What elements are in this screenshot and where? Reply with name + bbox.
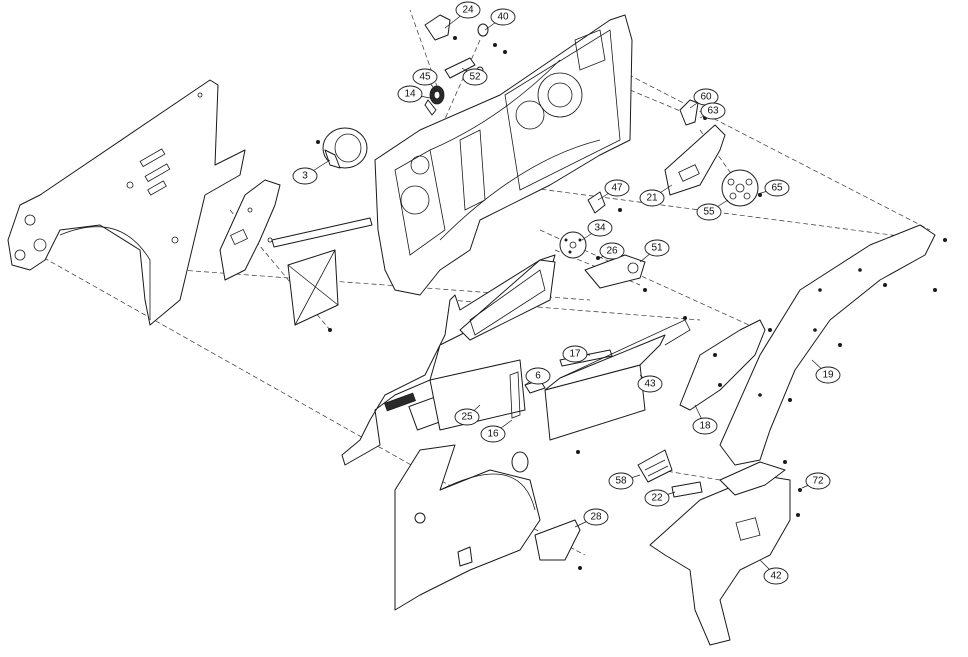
callout-number: 28: [590, 512, 602, 523]
center-right-parts: [559, 231, 647, 292]
callout-17: 17: [562, 345, 591, 363]
callout-28: 28: [574, 508, 609, 528]
callout-bubble: [490, 8, 516, 26]
front-cover-42: [649, 461, 802, 646]
callout-bubble: [562, 345, 588, 363]
callout-number: 45: [419, 72, 431, 83]
callout-number: 58: [615, 476, 627, 487]
callout-bubble: [644, 489, 670, 507]
callout-bubble: [644, 239, 670, 257]
callout-47: 47: [597, 179, 630, 201]
callout-number: 17: [569, 349, 581, 360]
callout-number: 3: [302, 171, 308, 182]
callout-bubble: [455, 1, 481, 19]
callout-bubble: [525, 367, 551, 385]
callout-bubble: [763, 567, 789, 585]
callout-layer: 24 40 45 52 14 3 60 63 47 21 55 65 34 26 51 17 6 43 25 16 19…: [292, 1, 841, 585]
callout-number: 72: [812, 476, 824, 487]
callout-number: 63: [707, 106, 719, 117]
callout-bubble: [604, 179, 630, 197]
inner-bracket-plate: [219, 179, 281, 281]
callout-3: 3: [292, 159, 331, 185]
callout-bubble: [412, 68, 438, 86]
left-side-plate: [7, 79, 246, 326]
callout-bubble: [805, 472, 831, 490]
callout-number: 47: [611, 183, 623, 194]
callout-number: 43: [644, 379, 656, 390]
side-panel-18: [679, 319, 772, 411]
callout-52: 52: [461, 67, 488, 86]
long-side-plate-19: [719, 224, 947, 466]
callout-43: 43: [637, 374, 663, 393]
callout-45: 45: [412, 68, 438, 93]
callout-bubble: [599, 242, 625, 260]
callout-number: 26: [606, 246, 618, 257]
callout-bubble: [292, 167, 318, 185]
callout-42: 42: [759, 559, 789, 585]
callout-bubble: [815, 366, 841, 384]
callout-14: 14: [397, 85, 431, 103]
callout-number: 55: [703, 207, 715, 218]
callout-number: 19: [822, 370, 834, 381]
callout-21: 21: [639, 184, 673, 207]
callout-55: 55: [696, 199, 729, 221]
callout-bubble: [454, 408, 480, 426]
clip-and-pad: [637, 449, 703, 498]
callout-16: 16: [480, 419, 513, 443]
callout-number: 60: [700, 92, 712, 103]
drive-gear: [424, 85, 445, 116]
callout-34: 34: [581, 219, 613, 241]
callout-number: 25: [461, 412, 473, 423]
callout-number: 40: [497, 12, 509, 23]
main-frame-assembly: [374, 14, 633, 296]
lower-body-assembly: [341, 254, 613, 466]
callout-bubble: [397, 85, 423, 103]
callout-bubble: [639, 189, 665, 207]
callout-number: 24: [462, 5, 474, 16]
callout-bubble: [764, 179, 790, 197]
right-top-small-parts: [587, 99, 762, 214]
callout-63: 63: [699, 102, 726, 120]
callout-number: 18: [699, 421, 711, 432]
callout-22: 22: [644, 489, 676, 507]
callout-72: 72: [801, 472, 831, 490]
callout-bubble: [608, 472, 634, 490]
callout-number: 51: [651, 243, 663, 254]
callout-51: 51: [639, 239, 670, 263]
folded-cover-sheet: [287, 249, 339, 332]
callout-bubble: [587, 219, 613, 237]
cover-box: [544, 316, 691, 454]
callout-24: 24: [444, 1, 481, 29]
callout-number: 16: [487, 429, 499, 440]
callout-bubble: [637, 375, 663, 393]
top-small-parts: [424, 14, 507, 79]
callout-number: 22: [651, 493, 663, 504]
callout-bubble: [700, 102, 726, 120]
callout-26: 26: [599, 242, 625, 260]
callout-number: 14: [404, 89, 416, 100]
callout-bubble: [692, 417, 718, 435]
bottom-guide-plate: [394, 444, 582, 611]
callout-bubble: [462, 68, 488, 86]
callout-bubble: [480, 425, 506, 443]
callout-number: 6: [535, 371, 541, 382]
callout-58: 58: [608, 472, 641, 490]
callout-number: 21: [646, 193, 658, 204]
callout-number: 42: [770, 571, 782, 582]
callout-25: 25: [454, 404, 481, 426]
callout-number: 34: [594, 223, 606, 234]
callout-18: 18: [692, 404, 718, 435]
callout-6: 6: [524, 367, 551, 386]
callout-65: 65: [757, 179, 790, 197]
motor-unit: [316, 127, 368, 169]
guide-rod: [271, 217, 373, 248]
callout-40: 40: [484, 8, 516, 31]
callout-19: 19: [811, 359, 841, 384]
callout-number: 52: [469, 72, 481, 83]
callout-bubble: [696, 203, 722, 221]
callout-number: 65: [771, 183, 783, 194]
callout-bubble: [583, 508, 609, 526]
